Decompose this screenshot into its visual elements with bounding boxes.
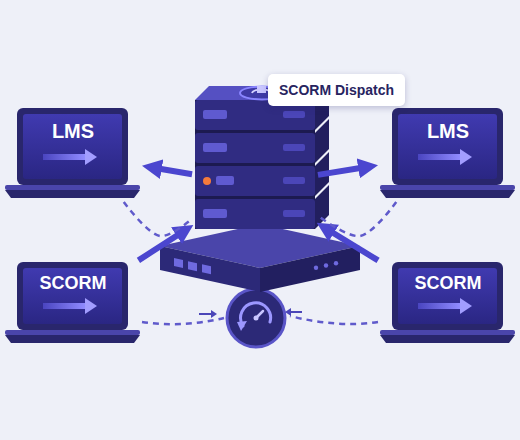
laptop-frame [17,262,128,330]
status-led [203,177,211,185]
screen-arrow-bar [43,154,85,160]
laptop-node: LMS [5,108,140,200]
dashed-connector [318,202,397,236]
laptop-frame [17,108,128,185]
laptop-frame [392,108,503,185]
platform-top [160,224,360,268]
screen-arrow-bar [418,154,460,160]
platform-led [334,261,338,265]
laptop-base [5,190,140,198]
laptop-hinge [380,330,515,335]
laptop-base [380,190,515,198]
server-unit [195,166,315,196]
node-label: SCORM [24,273,122,294]
small-arrow [291,311,302,313]
screen-arrow-head [85,149,97,165]
platform-led [324,263,328,267]
node-label: LMS [24,120,122,143]
laptop-screen [398,268,497,324]
platform-right [260,246,360,292]
laptop-screen [23,268,122,324]
server-unit-side [315,185,329,229]
laptop-node: SCORM [5,262,140,344]
screen-arrow-head [460,298,472,314]
unit-slot [283,177,305,184]
screen-arrow-bar [418,303,460,309]
node-label: SCORM [399,273,497,294]
unit-slot [203,143,227,152]
platform-left [160,246,260,292]
unit-slot [203,110,227,119]
server-label: SCORM Dispatch [268,74,405,106]
screen-arrow-head [85,298,97,314]
laptop-screen [23,114,122,179]
node-label: LMS [399,120,497,143]
platform-port [188,261,197,271]
laptop-hinge [5,185,140,190]
platform-port [202,264,211,274]
small-arrow [199,313,211,315]
server-unit [195,199,315,229]
laptop-hinge [380,185,515,190]
platform-port [174,258,183,268]
laptop-node: SCORM [380,262,515,344]
unit-slot [203,209,227,218]
dashed-link [142,318,224,324]
laptop-base [5,335,140,343]
laptop-screen [398,114,497,179]
package-icon [257,86,266,93]
small-arrow-head [211,310,217,318]
arrow-connector [160,169,192,174]
server-unit-side [315,152,329,196]
laptop-node: LMS [380,108,515,200]
unit-slot [283,210,305,217]
laptop-base [380,335,515,343]
server-unit-side [315,119,329,163]
dashed-connector [124,202,193,236]
server-unit [195,133,315,163]
arrow-connector [318,168,360,175]
stack-back [195,100,315,229]
server-stack: SCORM Dispatch [195,80,315,290]
screen-arrow-head [460,149,472,165]
screen-arrow-bar [43,303,85,309]
arrow-connector [138,235,178,261]
unit-slot [283,111,305,118]
dashed-link [290,316,378,324]
unit-slot [216,176,234,185]
platform-led [314,265,318,269]
unit-slot [283,144,305,151]
laptop-hinge [5,330,140,335]
sync-arrow-head [237,321,247,331]
arrow-connector [332,232,378,260]
laptop-frame [392,262,503,330]
gauge-hub [254,316,259,321]
sync-circle [227,289,285,347]
